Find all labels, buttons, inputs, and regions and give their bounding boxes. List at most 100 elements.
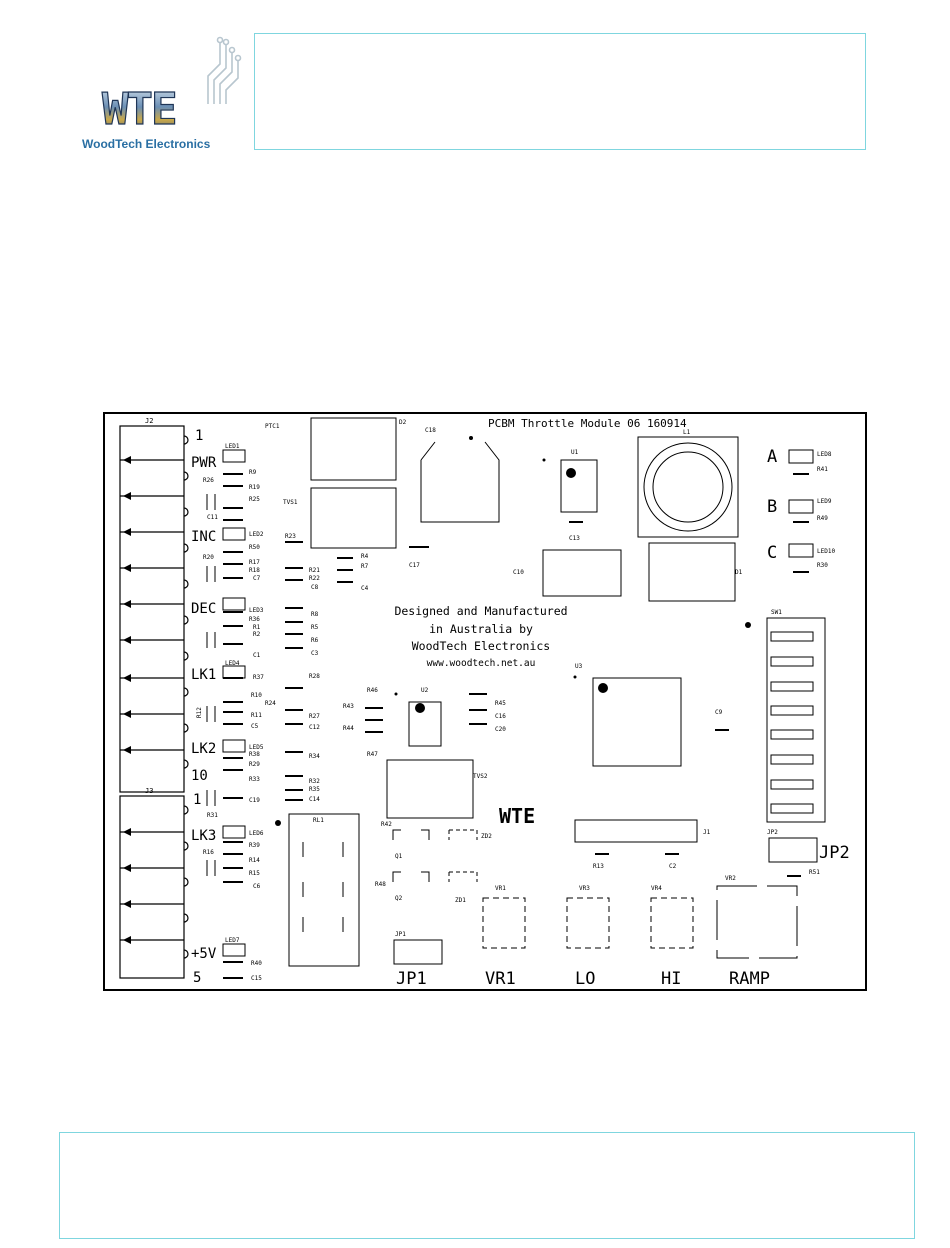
header-box xyxy=(254,33,866,150)
ref-r45: R45 xyxy=(495,700,506,707)
u1-body xyxy=(560,459,598,513)
ref-r39: R39 xyxy=(249,842,260,849)
label-j3: J3 xyxy=(145,787,153,795)
jp2-body xyxy=(768,837,818,863)
credit-line-1: Designed and Manufactured xyxy=(394,604,567,618)
rl1-body xyxy=(288,813,360,967)
ref-r32: R32 xyxy=(309,778,320,785)
ref-c16: C16 xyxy=(495,713,506,720)
l1-outer-ring xyxy=(643,442,733,532)
vr1-body xyxy=(482,897,526,949)
ref-r19: R19 xyxy=(249,484,260,491)
ref-tvs2: TVS2 xyxy=(473,773,488,780)
sw1-switches xyxy=(770,631,814,814)
ref-r43: R43 xyxy=(343,703,354,710)
ref-led8: LED8 xyxy=(817,451,832,458)
ref-l1: L1 xyxy=(683,429,691,436)
vr4-body xyxy=(650,897,694,949)
ref-c17: C17 xyxy=(409,562,420,569)
led9-body xyxy=(788,499,814,514)
ref-r28: R28 xyxy=(309,673,320,680)
ref-r6: R6 xyxy=(311,637,319,644)
ref-r8: R8 xyxy=(311,611,319,618)
ref-rl1: RL1 xyxy=(313,817,324,824)
ref-c15: C15 xyxy=(251,975,262,982)
u3-pin1-dot xyxy=(598,683,608,693)
ref-tvs1: TVS1 xyxy=(283,499,298,506)
ref-c6: C6 xyxy=(253,883,261,890)
big-label-lo: LO xyxy=(575,969,595,989)
ref-r51: R51 xyxy=(809,869,820,876)
credit-line-4: www.woodtech.net.au xyxy=(427,658,536,669)
ref-led3: LED3 xyxy=(249,607,264,614)
ref-r44: R44 xyxy=(343,725,354,732)
tvs1-body xyxy=(310,487,397,549)
c18-dot xyxy=(469,436,473,440)
ref-c10: C10 xyxy=(513,569,524,576)
ref-vr4: VR4 xyxy=(651,885,662,892)
ref-c14: C14 xyxy=(309,796,320,803)
ref-r16: R16 xyxy=(203,849,214,856)
edge-label-lk2: LK2 xyxy=(191,741,216,757)
l1-frame xyxy=(637,436,739,538)
ref-r7: R7 xyxy=(361,563,369,570)
ref-r9: R9 xyxy=(249,469,257,476)
ref-r34: R34 xyxy=(309,753,320,760)
ref-led6: LED6 xyxy=(249,830,264,837)
ref-c13: C13 xyxy=(569,535,580,542)
ref-r29: R29 xyxy=(249,761,260,768)
ref-r24: R24 xyxy=(265,700,276,707)
ref-led7: LED7 xyxy=(225,937,240,944)
ref-r12: R12 xyxy=(196,707,203,718)
ref-r40: R40 xyxy=(251,960,262,967)
ref-r30: R30 xyxy=(817,562,828,569)
c10-body xyxy=(542,549,622,597)
ref-u2: U2 xyxy=(421,687,429,694)
ref-sw1: SW1 xyxy=(771,609,782,616)
ref-c2: C2 xyxy=(669,863,677,870)
u3-body xyxy=(592,677,682,767)
j3-terminal-block xyxy=(119,795,189,979)
edge-label-lk1: LK1 xyxy=(191,667,216,683)
ref-c12: C12 xyxy=(309,724,320,731)
ref-r22: R22 xyxy=(309,575,320,582)
ref-r27: R27 xyxy=(309,713,320,720)
ref-r38: R38 xyxy=(249,751,260,758)
ref-r14: R14 xyxy=(249,857,260,864)
board-title: PCBM Throttle Module 06 160914 xyxy=(488,417,687,430)
big-label-jp1: JP1 xyxy=(396,969,427,989)
ref-r21: R21 xyxy=(309,567,320,574)
ref-c9: C9 xyxy=(715,709,723,716)
ref-c8: C8 xyxy=(311,584,319,591)
d2-body xyxy=(310,417,397,481)
ref-r36: R36 xyxy=(249,616,260,623)
ref-led10: LED10 xyxy=(817,548,835,555)
big-label-vr1: VR1 xyxy=(485,969,516,989)
ref-led2: LED2 xyxy=(249,531,264,538)
ref-jp2: JP2 xyxy=(767,829,778,836)
ref-d2: D2 xyxy=(399,419,407,426)
ref-r25: R25 xyxy=(249,496,260,503)
ref-c5: C5 xyxy=(251,723,259,730)
terminal-arrows xyxy=(123,456,131,944)
ref-c3: C3 xyxy=(311,650,319,657)
sw1-body xyxy=(766,617,826,823)
ref-vr2: VR2 xyxy=(725,875,736,882)
pcb-board: PCBM Throttle Module 06 160914 J2 J3 1 P… xyxy=(103,412,867,991)
ref-r49: R49 xyxy=(817,515,828,522)
vr3-body xyxy=(566,897,610,949)
pcb-silkscreen: PCBM Throttle Module 06 160914 J2 J3 1 P… xyxy=(103,412,867,991)
ref-u1: U1 xyxy=(571,449,579,456)
ref-c4: C4 xyxy=(361,585,369,592)
big-label-c: C xyxy=(767,543,777,563)
ref-r20: R20 xyxy=(203,554,214,561)
ref-zd1: ZD1 xyxy=(455,897,466,904)
ref-r23: R23 xyxy=(285,533,296,540)
wte-logo-graphic: WTE xyxy=(101,36,242,136)
credit-line-3: WoodTech Electronics xyxy=(412,639,550,653)
ref-r18: R18 xyxy=(249,567,260,574)
wte-logo: WTE xyxy=(80,34,250,154)
ref-ptc1: PTC1 xyxy=(265,423,280,430)
ref-q1: Q1 xyxy=(395,853,403,860)
logo-tagline: WoodTech Electronics xyxy=(82,137,211,151)
